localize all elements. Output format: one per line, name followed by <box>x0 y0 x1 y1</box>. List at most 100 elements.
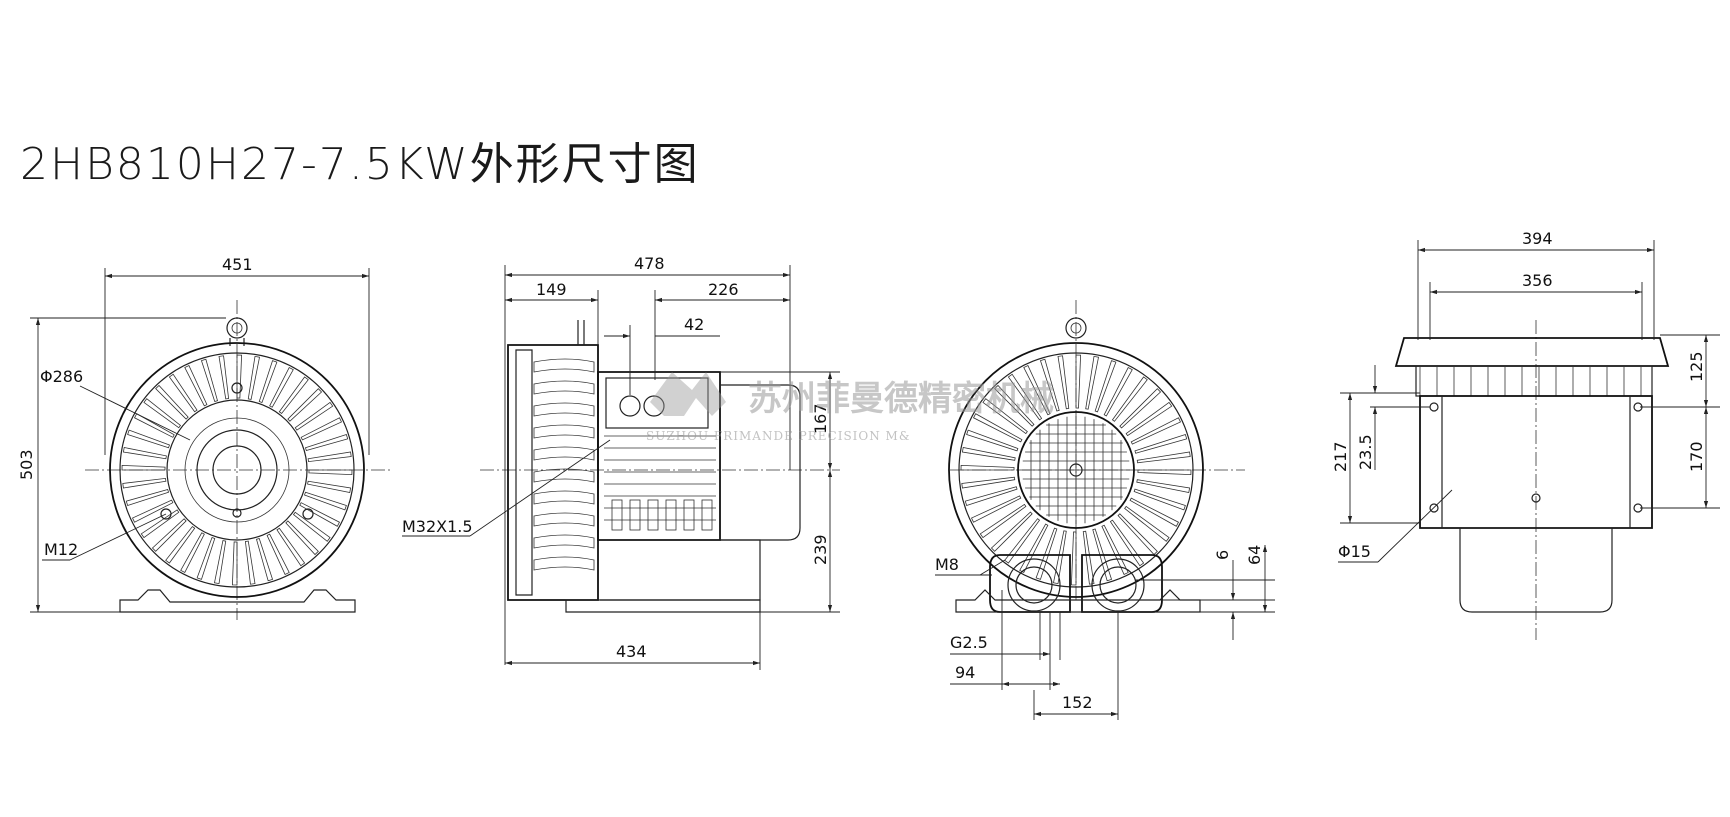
dim-170: 170 <box>1687 441 1706 472</box>
dim-478: 478 <box>634 254 665 273</box>
rib <box>1136 451 1191 464</box>
rib <box>133 413 175 438</box>
rib <box>214 540 227 585</box>
top-fins <box>1419 366 1642 396</box>
rib <box>1117 513 1158 556</box>
rib <box>1134 433 1188 454</box>
front-lifting-eye <box>226 317 248 339</box>
back-lifting-eye <box>1065 317 1087 339</box>
rib <box>1053 530 1067 585</box>
rib <box>269 366 294 408</box>
fin <box>533 358 595 373</box>
rib <box>151 518 187 552</box>
fin <box>533 402 595 417</box>
rib <box>970 495 1022 523</box>
rib <box>1007 373 1043 421</box>
side-cooling-fins <box>604 435 716 531</box>
back-housing <box>948 342 1204 598</box>
dim-394: 394 <box>1522 229 1553 248</box>
rib <box>143 398 182 429</box>
rib <box>155 384 189 420</box>
rib <box>1070 531 1077 586</box>
rib <box>964 486 1018 507</box>
watermark-logo <box>650 372 726 416</box>
rib <box>1103 366 1133 417</box>
rib <box>1125 401 1173 437</box>
front-ribs <box>121 354 353 586</box>
dim-235: 23.5 <box>1356 434 1375 470</box>
fin <box>533 512 595 527</box>
rib <box>1130 417 1182 445</box>
rib <box>307 451 352 463</box>
cooling-slot <box>683 499 695 531</box>
watermark: 苏州菲曼德精密机械 SUZHOU FRIMANDE PRECISION M& <box>646 372 1054 443</box>
front-housing <box>109 342 365 598</box>
dim-434: 434 <box>616 642 647 661</box>
label-g25: G2.5 <box>950 633 988 652</box>
dim-6: 6 <box>1213 550 1232 560</box>
rib <box>299 502 341 527</box>
dim-451: 451 <box>222 255 253 274</box>
rib <box>1129 497 1180 527</box>
back-fan-grid <box>1022 416 1130 524</box>
rib <box>304 433 349 451</box>
rib <box>121 464 166 471</box>
rib <box>244 540 256 585</box>
back-view: G2.5 94 152 M8 6 64 <box>935 300 1275 720</box>
fin <box>533 490 595 505</box>
rib <box>308 469 353 476</box>
rib <box>285 520 319 556</box>
fin <box>533 534 595 549</box>
rib <box>1111 376 1148 422</box>
top-flange <box>1394 337 1670 367</box>
dim-503: 503 <box>17 449 36 480</box>
rib <box>960 464 1015 471</box>
dim-94: 94 <box>955 663 975 682</box>
rib <box>1035 527 1058 580</box>
rib <box>294 401 334 431</box>
rib <box>231 541 238 586</box>
side-view: 478 149 226 42 167 239 434 M32X1.5 <box>402 254 840 670</box>
rib <box>979 503 1027 539</box>
fin <box>533 446 595 461</box>
fin <box>533 468 595 483</box>
rib <box>1124 505 1170 542</box>
rib <box>292 511 331 542</box>
rib <box>247 355 260 400</box>
rib <box>990 511 1033 552</box>
rib <box>1057 355 1070 410</box>
top-body <box>1419 395 1653 529</box>
rib <box>122 477 167 489</box>
rib <box>1004 518 1041 564</box>
rib <box>972 413 1023 443</box>
rib <box>961 447 1016 461</box>
rib <box>1094 360 1117 413</box>
fin <box>533 424 595 439</box>
back-ribs <box>960 354 1192 586</box>
dim-226: 226 <box>708 280 739 299</box>
rib <box>1092 528 1113 582</box>
rib <box>180 532 205 574</box>
rib <box>200 358 218 403</box>
rib <box>125 489 170 507</box>
dim-125: 125 <box>1687 351 1706 382</box>
rib <box>982 398 1028 435</box>
dim-217: 217 <box>1331 441 1350 472</box>
top-motor <box>1459 527 1613 613</box>
rib <box>131 499 174 523</box>
fan-hub <box>1069 463 1083 477</box>
cooling-slot <box>647 499 659 531</box>
cooling-slot <box>629 499 641 531</box>
dim-167: 167 <box>811 403 830 434</box>
front-view: 451 503 Φ286 M12 <box>17 255 390 620</box>
rib <box>1119 388 1162 429</box>
watermark-text-cn: 苏州菲曼德精密机械 <box>748 379 1054 419</box>
rib <box>1136 479 1191 493</box>
label-phi15: Φ15 <box>1338 542 1371 561</box>
drawing-title: 2HB810H27-7.5KW外形尺寸图 <box>20 139 700 190</box>
rib <box>307 480 352 493</box>
cooling-slot <box>665 499 677 531</box>
side-fins <box>533 358 595 571</box>
cooling-slot <box>611 499 623 531</box>
